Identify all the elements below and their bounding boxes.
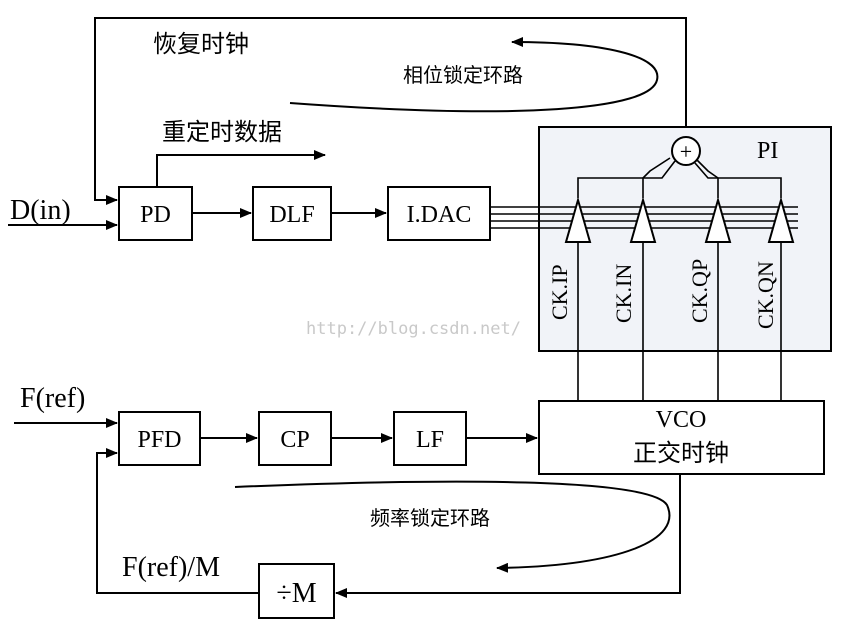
dlf-label: DLF: [269, 202, 314, 228]
buffer-ck-ip: [564, 196, 592, 243]
idac-label: I.DAC: [407, 202, 472, 228]
divider-block: [258, 563, 335, 619]
vco-label: VCO: [656, 407, 707, 433]
pfd-block: [118, 411, 201, 466]
lf-label: LF: [416, 427, 444, 453]
phase-lock-loop-label: 相位锁定环路: [403, 63, 523, 87]
data-in-label: D(in): [10, 195, 71, 226]
divider-label: ÷M: [276, 578, 316, 609]
plus-sign: +: [680, 139, 692, 164]
recovered-clock-wire: [94, 17, 687, 205]
pfd-label: PFD: [137, 427, 181, 453]
watermark-text: http://blog.csdn.net/: [306, 319, 521, 339]
pi-adder-in: [696, 159, 719, 198]
buffer-ck-in: [629, 196, 657, 243]
quadrature-clock-label: 正交时钟: [633, 439, 729, 467]
cp-block: [258, 411, 332, 466]
summing-node: [671, 136, 701, 166]
ck-in-label: CK.IN: [611, 264, 636, 323]
pi-adder-in: [577, 160, 676, 198]
freq-loop-curve: [234, 480, 671, 573]
recovered-clock-label: 恢复时钟: [153, 30, 249, 58]
pi-adder-in: [642, 157, 671, 198]
dlf-block: [252, 186, 332, 241]
ref-div-label: F(ref)/M: [122, 552, 220, 583]
buffer-ck-qn: [767, 196, 795, 243]
ck-qp-label: CK.QP: [687, 259, 712, 323]
pd-block: [118, 186, 193, 241]
ref-in-label: F(ref): [20, 383, 85, 414]
phase-loop-curve: [289, 37, 659, 113]
vco-block: [538, 400, 825, 475]
retimed-data-label: 重定时数据: [162, 118, 282, 146]
divider-pfd-wire: [96, 448, 259, 594]
pd-label: PD: [140, 202, 171, 228]
lf-block: [393, 411, 467, 466]
vco-divider-wire: [335, 474, 681, 598]
ck-qn-label: CK.QN: [753, 261, 778, 329]
cp-label: CP: [280, 427, 309, 453]
ck-ip-label: CK.IP: [547, 264, 572, 320]
pi-label: PI: [757, 138, 778, 164]
buffer-ck-qp: [704, 196, 732, 243]
retimed-data-wire: [156, 150, 326, 187]
freq-lock-loop-label: 频率锁定环路: [370, 506, 490, 530]
pi-adder-in: [694, 162, 782, 198]
